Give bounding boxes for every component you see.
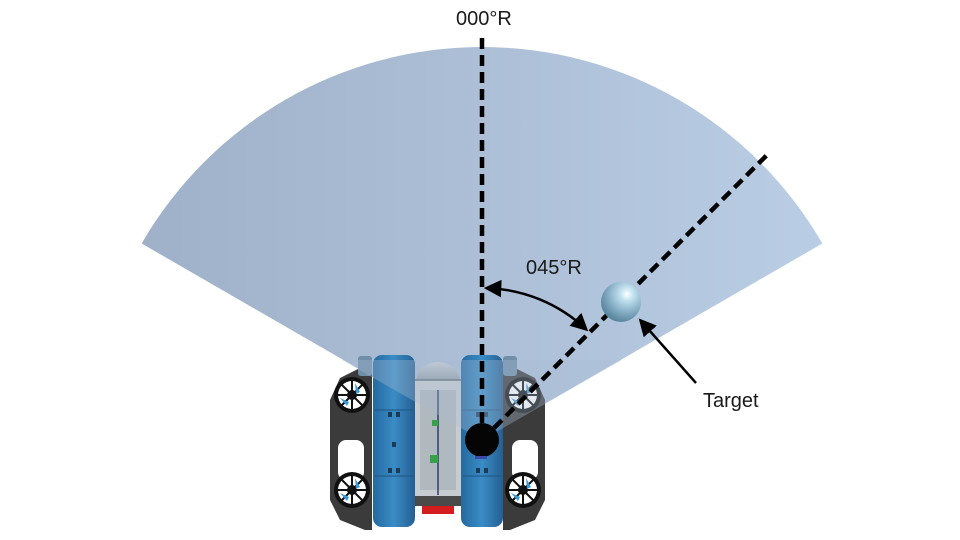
target-label: Target — [703, 390, 759, 412]
rov-connectors — [422, 506, 454, 514]
target-pointer-arrow — [638, 318, 697, 384]
thruster-rear-left — [334, 472, 370, 508]
rov-float-left — [373, 355, 415, 527]
bearing-angle-arc — [483, 279, 589, 332]
thruster-front-left — [334, 377, 370, 413]
target-sphere — [601, 282, 641, 322]
heading-label: 000°R — [456, 8, 512, 30]
sonar-head — [465, 423, 499, 457]
bearing-label: 045°R — [526, 257, 582, 279]
thruster-rear-right — [505, 472, 541, 508]
rov-dome — [416, 362, 460, 382]
